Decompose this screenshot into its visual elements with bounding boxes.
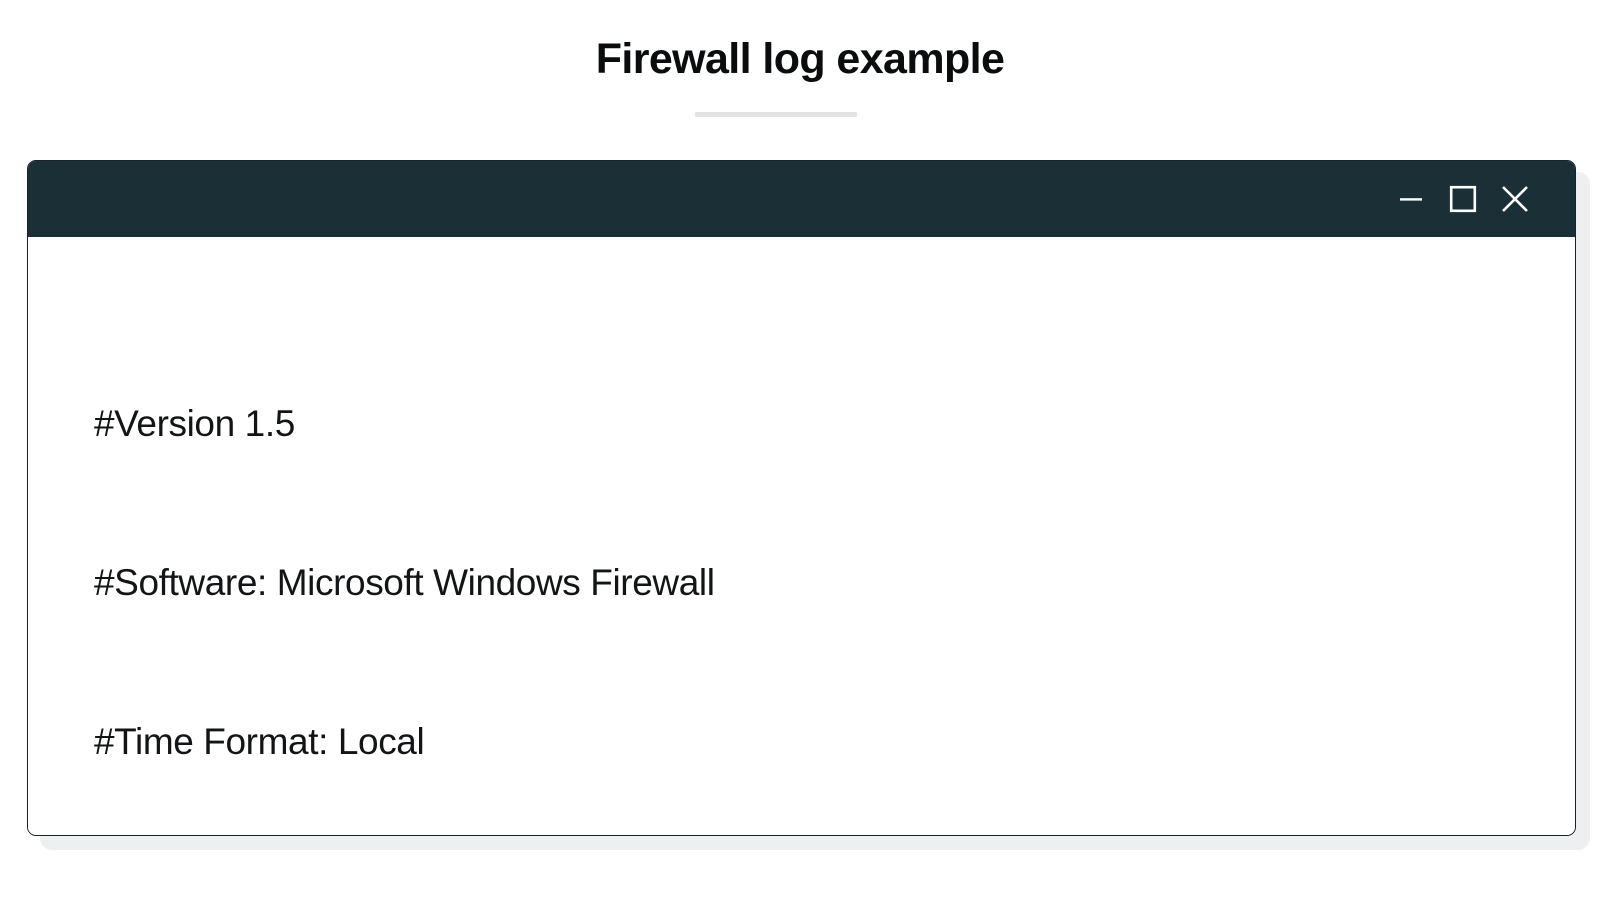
log-header-line: #Software: Microsoft Windows Firewall <box>94 562 715 603</box>
log-viewer-window: #Version 1.5 #Software: Microsoft Window… <box>27 160 1576 836</box>
window-titlebar[interactable] <box>28 161 1575 237</box>
firewall-log-text: #Version 1.5 #Software: Microsoft Window… <box>94 291 1515 835</box>
log-header-line: #Time Format: Local <box>94 721 425 762</box>
minimize-icon <box>1396 184 1426 214</box>
maximize-button[interactable] <box>1437 173 1489 225</box>
maximize-icon <box>1446 182 1480 216</box>
window-content: #Version 1.5 #Software: Microsoft Window… <box>28 237 1575 835</box>
log-header-line: #Version 1.5 <box>94 403 295 444</box>
page-title: Firewall log example <box>595 35 1005 83</box>
close-icon <box>1497 181 1533 217</box>
title-divider <box>695 112 857 117</box>
close-button[interactable] <box>1489 173 1541 225</box>
minimize-button[interactable] <box>1385 173 1437 225</box>
